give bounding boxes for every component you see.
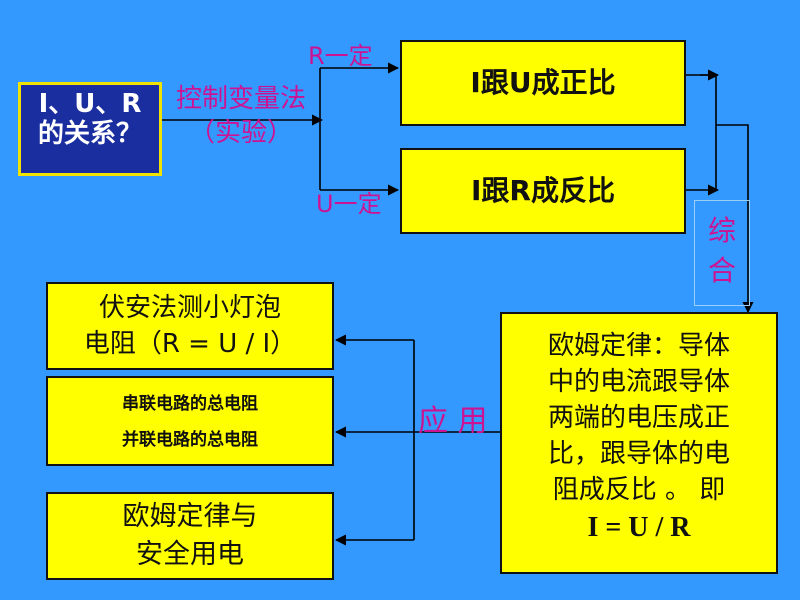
app-safety-line2: 安全用电 (136, 539, 244, 570)
method-label: 控制变量法 （实验） (162, 82, 320, 150)
ohms-law-line-2: 中的电流跟导体 (547, 367, 730, 397)
ohms-law-line-3: 两端的电压成正 (547, 403, 730, 433)
method-line1: 控制变量法 (175, 84, 306, 114)
app-parallel-resistance: 并联电路的总电阻 (122, 430, 258, 450)
app-safety-line1: 欧姆定律与 (122, 501, 258, 532)
ohms-law-box: 欧姆定律：导体 中的电流跟导体 两端的电压成正 比，跟导体的电 阻成反比 。 即… (500, 312, 778, 574)
combine-char1: 综 (707, 214, 736, 247)
app-voltammetry-line1: 伏安法测小灯泡 (98, 293, 281, 323)
ohms-law-line-4: 比，跟导体的电 (547, 439, 730, 469)
main-question-line2: 的关系？ (37, 119, 142, 149)
apply-label: 应 用 (418, 404, 488, 439)
app-voltammetry-box: 伏安法测小灯泡 电阻（R = U / I） (46, 282, 334, 370)
condition-u-label: U一定 (316, 190, 382, 218)
app-safety-box: 欧姆定律与 安全用电 (46, 492, 334, 580)
ohms-law-line-1: 欧姆定律：导体 (547, 331, 730, 361)
app-series-resistance: 串联电路的总电阻 (122, 394, 258, 414)
app-voltammetry-line2: 电阻（R = U / I） (83, 329, 297, 359)
main-question-box: I、U、R 的关系？ (18, 82, 162, 176)
result-r-text: I跟R成反比 (471, 174, 615, 207)
condition-r-label: R一定 (308, 42, 373, 70)
combine-char2: 合 (707, 254, 736, 287)
result-r-box: I跟R成反比 (400, 148, 686, 234)
result-u-box: I跟U成正比 (400, 40, 686, 126)
main-question-line1: I、U、R (38, 89, 142, 119)
combine-label: 综 合 (694, 200, 750, 306)
method-line2: （实验） (188, 118, 293, 148)
result-u-text: I跟U成正比 (470, 66, 616, 99)
connector-combine (716, 124, 754, 314)
ohms-law-formula: I = U / R (587, 512, 691, 543)
app-total-resistance-box: 串联电路的总电阻 并联电路的总电阻 (46, 376, 334, 466)
connector-merge-top (686, 74, 717, 190)
ohms-law-line-5: 阻成反比 。 即 (552, 475, 726, 505)
